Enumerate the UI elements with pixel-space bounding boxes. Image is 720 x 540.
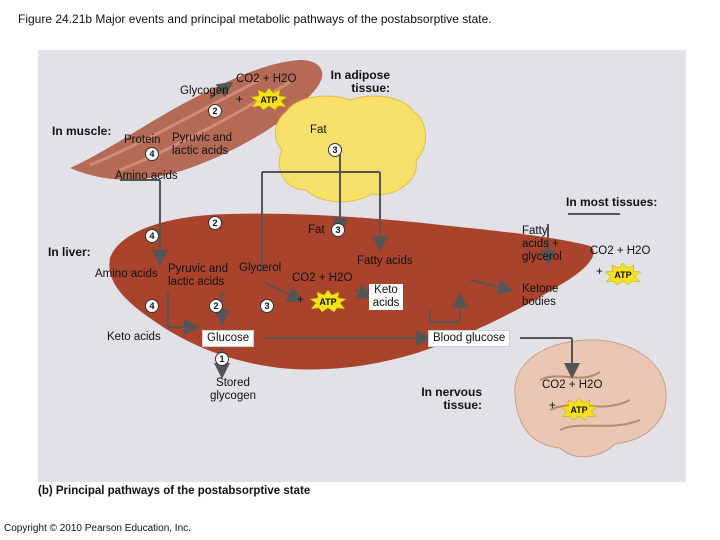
- atp-label: ATP: [260, 95, 277, 105]
- section-liver: In liver:: [48, 245, 91, 259]
- label-fatty-acids-glycerol: Fatty acids + glycerol: [522, 225, 562, 263]
- label-plus-tissues: +: [596, 266, 603, 278]
- step-number: 2: [209, 299, 223, 313]
- atp-label: ATP: [614, 270, 631, 280]
- atp-burst-muscle: ATP: [250, 88, 288, 110]
- label-keto-acids-liver: Keto acids: [369, 284, 403, 310]
- label-plus-brain: +: [549, 400, 556, 412]
- label-co2-h2o-tissues: CO2 + H2O: [590, 245, 651, 257]
- label-fat-liver: Fat: [308, 224, 325, 236]
- label-co2-h2o-muscle: CO2 + H2O: [236, 73, 297, 85]
- atp-label: ATP: [319, 297, 336, 307]
- label-ketone-bodies: Ketone bodies: [522, 283, 559, 308]
- label-protein: Protein: [124, 134, 161, 146]
- label-co2-h2o-liver: CO2 + H2O: [292, 272, 353, 284]
- brain-illustration: [514, 339, 667, 458]
- figure-caption: (b) Principal pathways of the postabsorp…: [38, 485, 311, 497]
- atp-burst-brain: ATP: [560, 398, 598, 420]
- step-number: 1: [215, 352, 229, 366]
- step-number: 4: [145, 299, 159, 313]
- label-pyruvic-liver: Pyruvic and lactic acids: [168, 263, 229, 288]
- label-amino-acids-top: Amino acids: [115, 170, 178, 182]
- atp-label: ATP: [570, 405, 587, 415]
- muscle-illustration: [70, 60, 323, 180]
- label-fat-adipose: Fat: [310, 124, 327, 136]
- atp-burst-liver: ATP: [309, 290, 347, 312]
- section-nervous: In nervous tissue:: [421, 385, 482, 412]
- copyright: Copyright © 2010 Pearson Education, Inc.: [4, 523, 191, 534]
- step-number: 3: [260, 299, 274, 313]
- step-number: 3: [331, 223, 345, 237]
- label-stored-glycogen: Stored glycogen: [209, 377, 257, 402]
- label-glycogen: Glycogen: [180, 85, 229, 97]
- label-blood-glucose: Blood glucose: [428, 330, 511, 347]
- figure-title: Figure 24.21b Major events and principal…: [18, 12, 492, 26]
- label-pyruvic-muscle: Pyruvic and lactic acids: [172, 132, 233, 157]
- step-number: 2: [208, 216, 222, 230]
- label-fatty-acids-liver: Fatty acids: [357, 255, 413, 267]
- section-adipose: In adipose tissue:: [330, 68, 390, 95]
- label-plus-liver: +: [297, 294, 304, 306]
- section-muscle: In muscle:: [52, 124, 112, 138]
- atp-burst-tissues: ATP: [604, 263, 642, 285]
- label-co2-h2o-brain: CO2 + H2O: [542, 379, 603, 391]
- fat-tissue-illustration: [274, 95, 426, 203]
- step-number: 4: [145, 147, 159, 161]
- label-glycerol: Glycerol: [239, 262, 282, 274]
- label-plus-muscle: +: [236, 94, 243, 106]
- step-number: 3: [328, 143, 342, 157]
- section-most-tissues: In most tissues:: [566, 195, 658, 209]
- label-keto-acids-left: Keto acids: [107, 331, 161, 343]
- label-amino-acids-liver: Amino acids: [95, 268, 158, 280]
- label-glucose: Glucose: [202, 330, 255, 347]
- step-number: 4: [145, 229, 159, 243]
- step-number: 2: [208, 104, 222, 118]
